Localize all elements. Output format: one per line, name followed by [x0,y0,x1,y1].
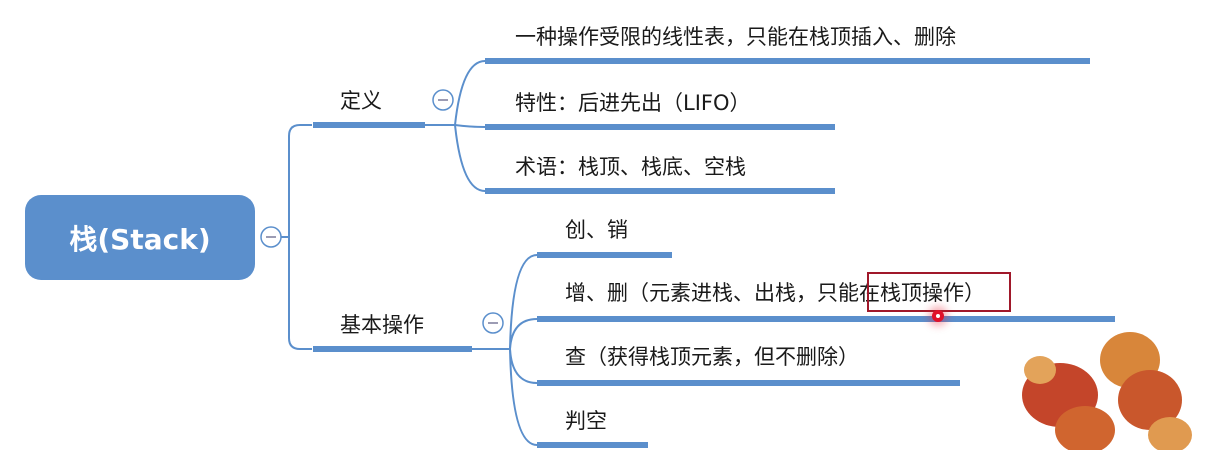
root-node[interactable]: 栈(Stack) [25,195,255,280]
skewer-food-image [1022,332,1192,450]
branch-definition[interactable]: 定义 [340,89,382,113]
operation-item[interactable]: 判空 [565,409,607,433]
definition-item[interactable]: 特性：后进先出（LIFO） [515,91,751,115]
operation-item[interactable]: 创、销 [565,218,628,242]
operation-item[interactable]: 查（获得栈顶元素，但不删除） [565,345,859,369]
operation-item[interactable]: 增、删（元素进栈、出栈，只能在栈顶操作） [565,281,985,305]
definition-item[interactable]: 术语：栈顶、栈底、空栈 [515,155,746,179]
branch-basic-operations[interactable]: 基本操作 [340,313,424,337]
highlight-annotation-box [867,272,1011,312]
branch-bar-definition [313,122,425,128]
laser-pointer-dot [932,310,944,322]
definition-item[interactable]: 一种操作受限的线性表，只能在栈顶插入、删除 [515,25,956,49]
branch-bar-operations [313,346,472,352]
